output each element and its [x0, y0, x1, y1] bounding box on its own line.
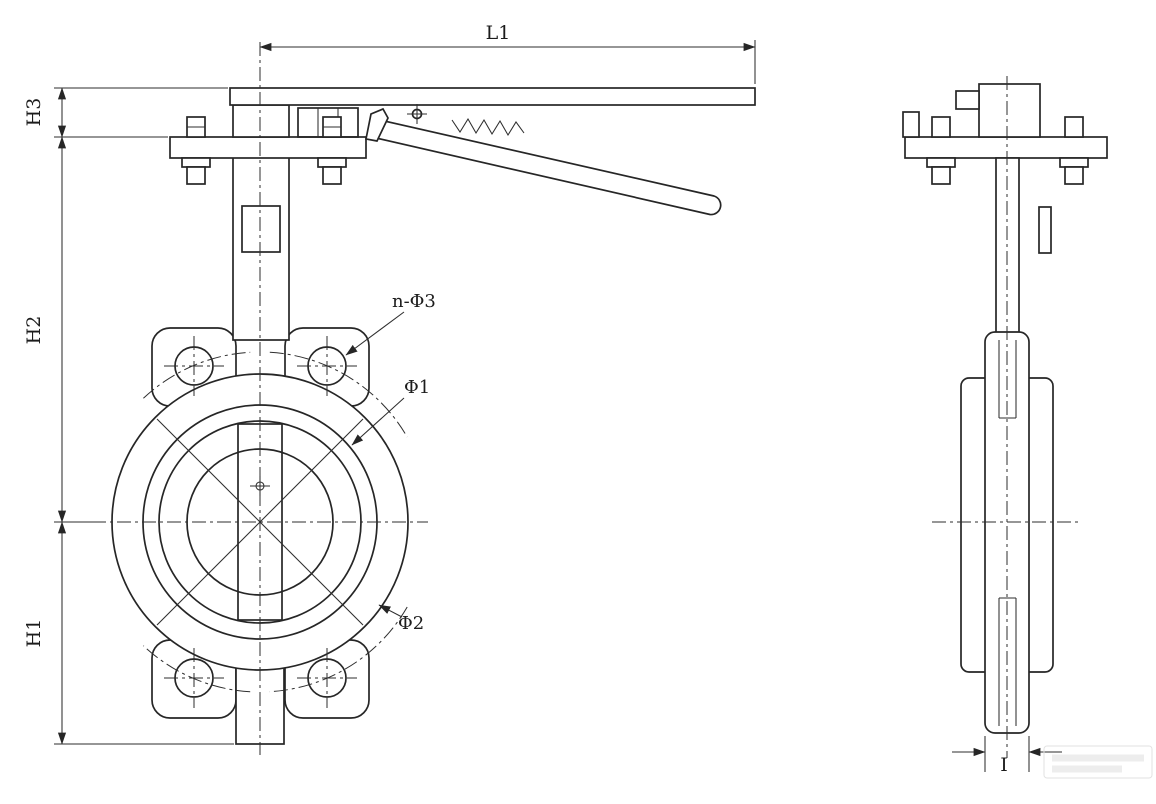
- side-knob: [955, 90, 980, 110]
- bolt-nut-bottom-left: [186, 166, 206, 185]
- packing-gland: [241, 205, 281, 253]
- bolt-circle-arc: [269, 351, 408, 438]
- side-washer-right: [1059, 157, 1089, 168]
- handle-lever: [374, 118, 722, 216]
- dimensions: L1 H3 H2 H1 I n-Φ3 Φ1 Φ2: [23, 22, 1062, 776]
- dimension-label-h1: H1: [23, 619, 45, 648]
- phi2-leader: [378, 604, 403, 618]
- dimension-label-i: I: [1000, 754, 1008, 776]
- callout-label-phi2: Φ2: [398, 613, 424, 634]
- handle-assembly: [169, 87, 756, 216]
- callout-label-phi1: Φ1: [404, 377, 430, 398]
- bolt-holes-leader: [345, 311, 405, 356]
- side-view: [902, 83, 1108, 734]
- watermark: [1043, 745, 1153, 779]
- callout-label-bolt-holes: n-Φ3: [392, 291, 436, 312]
- side-top-block: [978, 83, 1041, 138]
- side-washer-left: [926, 157, 956, 168]
- latch-plate: [364, 107, 389, 142]
- phi1-leader: [351, 397, 405, 446]
- dimension-label-l1: L1: [486, 22, 511, 44]
- side-left-tab: [902, 111, 920, 138]
- bolt-nut-bottom-right: [322, 166, 342, 185]
- side-bolt-nut-top-right: [1064, 116, 1084, 138]
- watermark-box: [1043, 745, 1153, 779]
- washer-left: [181, 157, 211, 168]
- dimension-label-h3: H3: [23, 98, 45, 127]
- spring: [451, 117, 525, 137]
- side-bolt-nut-top-left: [931, 116, 951, 138]
- handle-bar: [229, 87, 756, 106]
- dimension-label-h2: H2: [23, 316, 45, 345]
- neck-extension: [232, 104, 290, 138]
- side-mounting-plate: [904, 136, 1108, 159]
- side-pin: [1038, 206, 1052, 254]
- centerlines: [92, 42, 1082, 758]
- washer-right: [317, 157, 347, 168]
- side-bolt-nut-bottom-left: [931, 166, 951, 185]
- bolt-circle-arc: [269, 606, 408, 693]
- mounting-plate: [169, 136, 367, 159]
- side-bolt-nut-bottom-right: [1064, 166, 1084, 185]
